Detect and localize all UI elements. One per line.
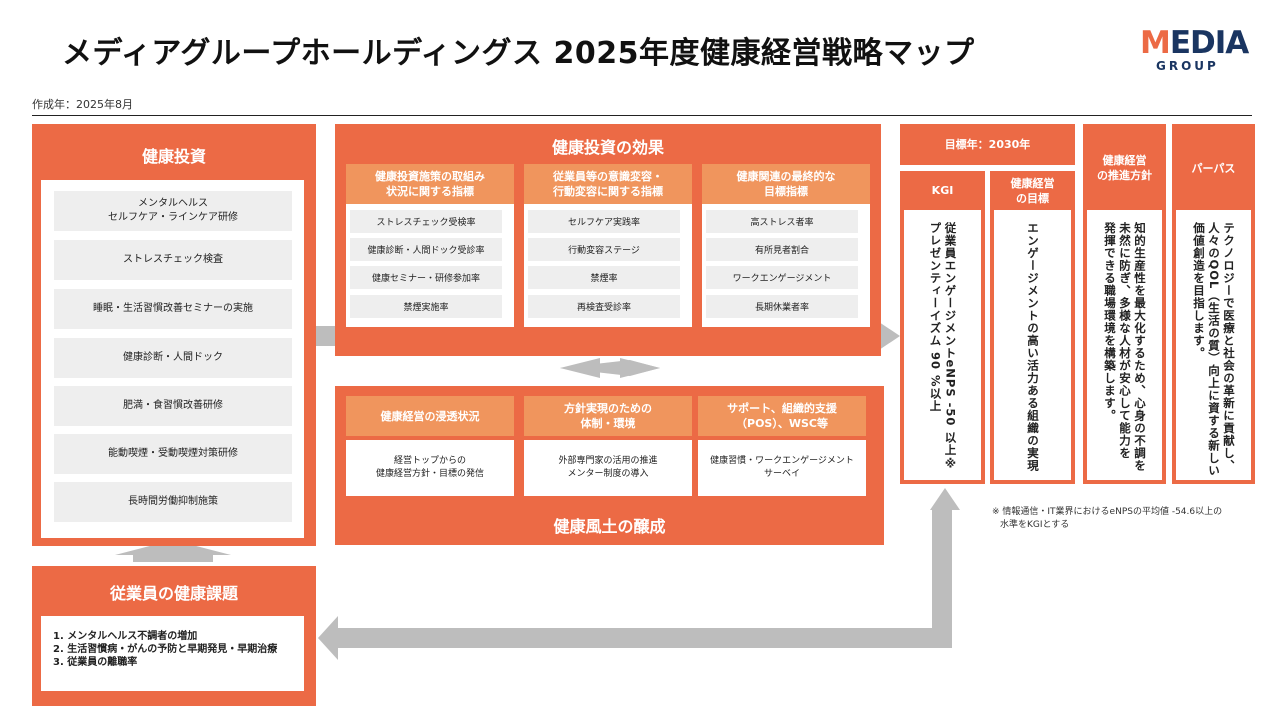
effects-metric-item: ワークエンゲージメント <box>706 266 858 289</box>
goal-year-banner: 目標年：2030年 <box>900 124 1075 165</box>
purpose-title: パーパス <box>1191 162 1236 175</box>
culture-title: 健康風土の醸成 <box>553 517 666 536</box>
kgi-text: 従業員エンゲージメントeNPS -50 以上※プレゼンティーイズム 90 %以上 <box>928 222 958 472</box>
culture-column-body: 経営トップからの 健康経営方針・目標の発信 <box>346 440 514 496</box>
investment-item: ストレスチェック検査 <box>54 240 292 280</box>
goal-title: 健康経営 の目標 <box>1010 177 1055 205</box>
effects-metric-item: 禁煙実施率 <box>350 295 502 318</box>
effects-metric-item: 長期休業者率 <box>706 295 858 318</box>
investment-item: 肥満・食習慣改善研修 <box>54 386 292 426</box>
issues-title: 従業員の健康課題 <box>109 584 238 603</box>
footnote: ※ 情報通信・IT業界におけるeNPSの平均値 -54.6以上の 水準をKGIと… <box>992 506 1262 532</box>
culture-column-body: 健康習慣・ワークエンゲージメント サーベイ <box>698 440 866 496</box>
effects-title: 健康投資の効果 <box>551 138 664 157</box>
effects-metric-item: 禁煙率 <box>528 266 680 289</box>
effects-metric-item: セルフケア実践率 <box>528 210 680 233</box>
investment-item: 睡眠・生活習慣改善セミナーの実施 <box>54 289 292 329</box>
investment-item: 長時間労働抑制施策 <box>54 482 292 522</box>
effects-metric-item: 健康セミナー・研修参加率 <box>350 266 502 289</box>
effects-column-header: 健康関連の最終的な 目標指標 <box>702 164 870 204</box>
culture-column-header: 方針実現のための 体制・環境 <box>524 396 692 436</box>
kgi-title: KGI <box>931 184 954 197</box>
logo-subtext: GROUP <box>1156 59 1219 73</box>
policy-text-box: 知的生産性を最大化するため、心身の不調を未然に防ぎ、多様な人材が安心して能力を発… <box>1087 210 1162 480</box>
goal-text-box: エンゲージメントの高い活力ある組織の実現 <box>994 210 1071 480</box>
footnote-line-2: 水準をKGIとする <box>1000 520 1070 530</box>
purpose-text: テクノロジーで医療と社会の革新に貢献し、人々のQOL（生活の質）向上に資する新し… <box>1192 222 1236 477</box>
investment-item: 健康診断・人間ドック <box>54 338 292 378</box>
purpose-text-box: テクノロジーで医療と社会の革新に貢献し、人々のQOL（生活の質）向上に資する新し… <box>1176 210 1251 480</box>
policy-title: 健康経営 の推進方針 <box>1097 154 1152 182</box>
culture-column-header: サポート、組織的支援 （POS）、WSC等 <box>698 396 866 436</box>
effects-metric-item: ストレスチェック受検率 <box>350 210 502 233</box>
logo-wordmark: MEDIA <box>1140 25 1249 61</box>
effects-metric-item: 有所見者割合 <box>706 238 858 261</box>
company-logo: MEDIA GROUP <box>1140 26 1250 76</box>
goal-text: エンゲージメントの高い活力ある組織の実現 <box>1026 222 1040 472</box>
effects-column-header: 従業員等の意識変容・ 行動変容に関する指標 <box>524 164 692 204</box>
issue-item: 3. 従業員の離職率 <box>53 657 138 668</box>
issues-items: 1. メンタルヘルス不調者の増加 2. 生活習慣病・がんの予防と早期発見・早期治療… <box>53 630 304 669</box>
footnote-line-1: ※ 情報通信・IT業界におけるeNPSの平均値 -54.6以上の <box>992 507 1223 517</box>
effects-metric-item: 高ストレス者率 <box>706 210 858 233</box>
kgi-text-box: 従業員エンゲージメントeNPS -50 以上※プレゼンティーイズム 90 %以上 <box>904 210 981 480</box>
page-title: メディアグループホールディングス 2025年度健康経営戦略マップ <box>62 36 975 71</box>
investment-title: 健康投資 <box>141 147 206 166</box>
issue-item: 2. 生活習慣病・がんの予防と早期発見・早期治療 <box>53 644 278 655</box>
investment-item: 能動喫煙・受動喫煙対策研修 <box>54 434 292 474</box>
created-date: 作成年：2025年8月 <box>32 98 133 111</box>
effects-metric-item: 行動変容ステージ <box>528 238 680 261</box>
header-divider <box>32 115 1252 116</box>
investment-item: メンタルヘルス セルフケア・ラインケア研修 <box>54 191 292 231</box>
policy-text: 知的生産性を最大化するため、心身の不調を未然に防ぎ、多様な人材が安心して能力を発… <box>1103 222 1147 472</box>
double-arrow-effects-culture <box>560 358 660 378</box>
culture-column-header: 健康経営の浸透状況 <box>346 396 514 436</box>
effects-metric-item: 健康診断・人間ドック受診率 <box>350 238 502 261</box>
effects-metric-item: 再検査受診率 <box>528 295 680 318</box>
issues-list: 1. メンタルヘルス不調者の増加 2. 生活習慣病・がんの予防と早期発見・早期治療… <box>41 616 304 691</box>
effects-column-header: 健康投資施策の取組み 状況に関する指標 <box>346 164 514 204</box>
culture-column-body: 外部専門家の活用の推進 メンター制度の導入 <box>524 440 692 496</box>
issue-item: 1. メンタルヘルス不調者の増加 <box>53 631 198 642</box>
